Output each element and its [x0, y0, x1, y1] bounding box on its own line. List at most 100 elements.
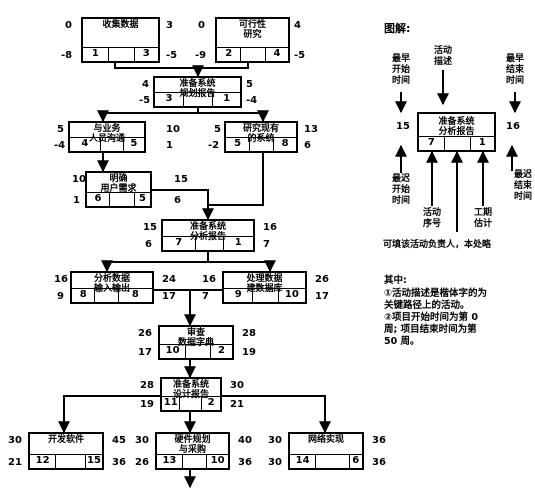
activity-owner	[95, 289, 119, 302]
legend-seq-label: 活动序号	[419, 208, 445, 230]
earliest-finish: 3	[166, 20, 173, 31]
activity-seq: 12	[30, 455, 57, 468]
notes-head: 其中:	[384, 275, 407, 286]
earliest-finish: 30	[230, 380, 244, 391]
activity-duration: 10	[284, 289, 299, 300]
notes-body-line-0: ①活动描述是楷体字的为	[384, 288, 488, 299]
activity-desc-line: 收集数据	[102, 20, 139, 30]
earliest-start: 4	[142, 79, 149, 90]
latest-finish: -4	[246, 95, 258, 106]
link-req-anrep	[152, 189, 214, 221]
legend-owner-label: 可填该活动负责人，本处略	[383, 240, 492, 250]
earliest-finish: 13	[304, 124, 318, 135]
legend-es-value: 15	[396, 121, 410, 132]
link-report-study	[198, 110, 269, 123]
legend-ef-value: 16	[506, 121, 520, 132]
activity-duration: 2	[217, 345, 225, 356]
activity-desc: 网络实现	[290, 434, 362, 445]
activity-desc-line: 准备系统	[172, 380, 209, 390]
activity-owner	[56, 455, 86, 468]
earliest-start: 30	[8, 435, 22, 446]
link-anrep-io	[101, 252, 209, 273]
activity-owner	[109, 48, 135, 61]
legend-node: 准备系统分析报告 7 1	[417, 112, 496, 152]
earliest-finish: 24	[162, 274, 176, 285]
activity-desc-line: 开发软件	[47, 435, 84, 445]
activity-owner	[253, 289, 279, 302]
activity-seq: 7	[163, 237, 196, 250]
legend-ls-label-line-1: 开始	[391, 185, 410, 195]
latest-finish: 19	[242, 347, 256, 358]
earliest-finish: 15	[174, 174, 188, 185]
earliest-start: 15	[143, 222, 157, 233]
activity-seq: 14	[290, 455, 317, 468]
earliest-finish: 36	[372, 435, 386, 446]
latest-finish: -5	[166, 50, 178, 61]
activity-desc-line: 处理数据	[246, 274, 283, 284]
activity-owner	[250, 138, 275, 151]
legend-es-label: 最早开始时间	[388, 54, 414, 87]
legend-desc-label: 活动描述	[430, 46, 456, 68]
legend-node-desc-line-0: 准备系统	[438, 117, 475, 127]
latest-start: 30	[268, 457, 282, 468]
link-collect-report	[114, 63, 204, 78]
latest-start: 1	[73, 195, 80, 206]
link-design-dev	[58, 395, 160, 434]
activity-owner	[196, 237, 224, 250]
activity-desc: 可行性研究	[217, 19, 288, 40]
activity-desc-line: 研究	[243, 30, 262, 40]
activity-seq: 8	[72, 289, 96, 302]
activity-duration: 1	[223, 93, 231, 104]
latest-start: 9	[57, 291, 64, 302]
notes-body-line-3: 周; 项目结束时间为第	[384, 324, 477, 335]
activity-desc-line: 用户需求	[100, 184, 137, 194]
legend-lf-label-line-0: 最迟	[513, 170, 532, 180]
latest-finish: 1	[166, 140, 173, 151]
legend-ef-label-line-0: 最早	[505, 54, 524, 64]
link-study-anrep	[208, 153, 264, 206]
activity-duration: 5	[139, 193, 146, 204]
activity-owner	[186, 345, 211, 358]
latest-start: -5	[139, 95, 151, 106]
legend-node-seq: 7	[419, 137, 445, 150]
earliest-finish: 28	[242, 328, 256, 339]
activity-seq: 2	[217, 48, 242, 61]
latest-start: 19	[140, 399, 154, 410]
activity-desc: 准备系统设计报告	[162, 379, 220, 400]
earliest-finish: 5	[246, 79, 253, 90]
notes-body-line-1: 关键路径上的活动。	[384, 300, 470, 311]
activity-owner	[110, 193, 135, 206]
activity-desc-line: 分析报告	[189, 232, 226, 242]
legend-ls-label-line-0: 最迟	[391, 174, 410, 184]
activity-duration: 15	[87, 455, 101, 466]
activity-duration: 1	[234, 237, 242, 248]
activity-desc: 硬件规划与采购	[157, 434, 228, 455]
earliest-finish: 40	[238, 435, 252, 446]
latest-start: 7	[202, 291, 209, 302]
earliest-finish: 26	[315, 274, 329, 285]
legend-node-owner	[445, 137, 471, 150]
activity-desc: 处理数据建数据库	[224, 273, 305, 294]
activity-seq: 1	[83, 48, 109, 61]
legend-node-dur: 1	[478, 137, 486, 148]
activity-owner	[101, 138, 124, 151]
legend-node-row: 7 1	[419, 136, 494, 150]
link-design-net	[222, 395, 331, 434]
legend-ef-label-line-2: 时间	[505, 76, 524, 86]
activity-desc-line: 规划报告	[179, 89, 216, 99]
activity-seq: 13	[157, 455, 183, 468]
legend-title: 图解:	[384, 22, 411, 35]
legend-node-desc: 准备系统分析报告	[419, 114, 494, 137]
activity-seq: 6	[87, 193, 111, 206]
